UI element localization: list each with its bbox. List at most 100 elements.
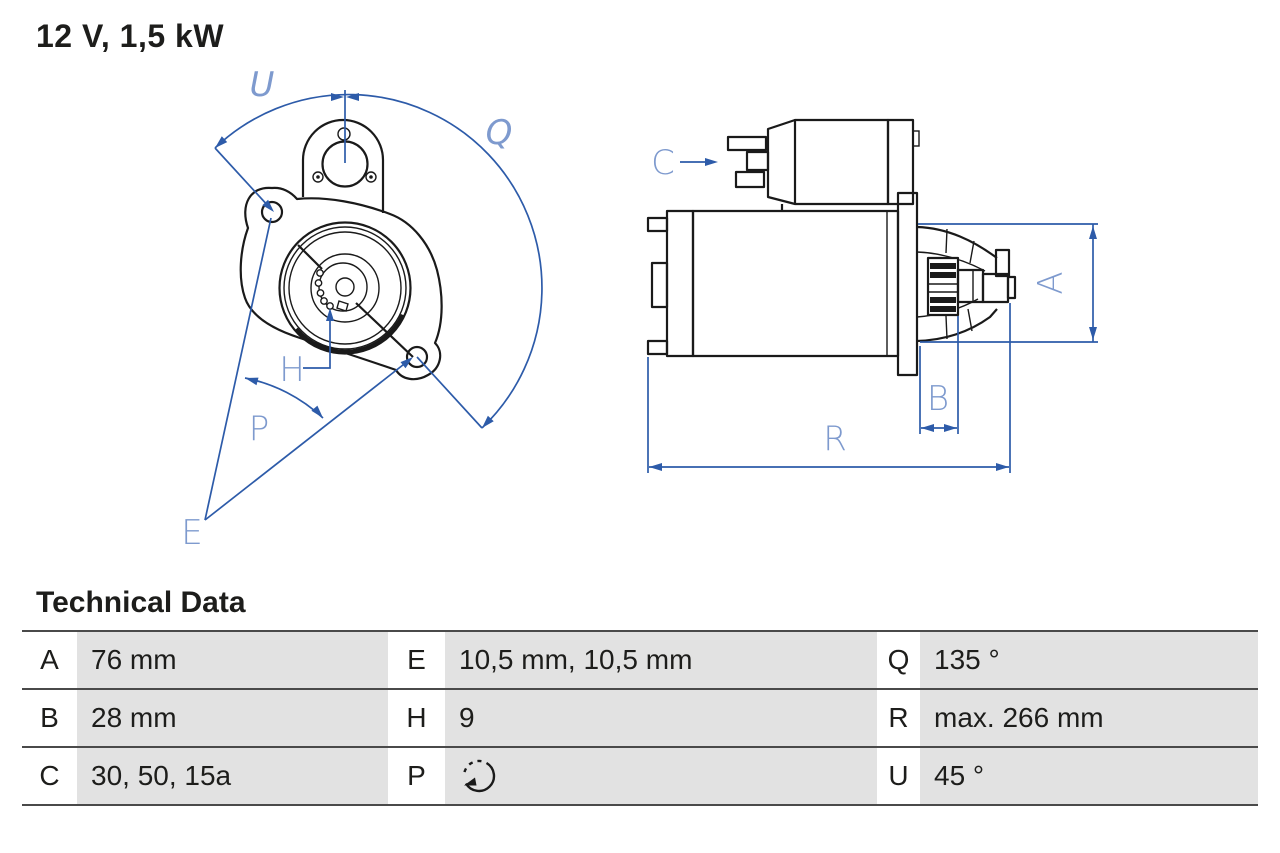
table-value-h: 9 — [445, 690, 877, 746]
motor-body — [691, 209, 900, 358]
plate-bump — [912, 130, 920, 147]
housing-ring-3 — [288, 231, 402, 345]
table-key-e: E — [388, 632, 445, 688]
page-title: 12 V, 1,5 kW — [36, 18, 225, 54]
housing-rib — [945, 315, 948, 340]
terminal-nut — [745, 150, 770, 172]
bolt-hole-top-left — [260, 200, 284, 224]
front-view-dimensions: U Q H P E — [181, 65, 543, 553]
table-key-b: B — [22, 690, 77, 746]
table-row: C 30, 50, 15a P U 45 ° — [22, 748, 1258, 806]
table-key-c: C — [22, 748, 77, 804]
arrowhead — [705, 158, 718, 166]
solenoid-plate — [886, 118, 915, 206]
terminal-stud-bottom — [734, 170, 766, 189]
gear-hub-circle — [318, 262, 368, 312]
starter-motor-technical-drawing: U Q H P E — [181, 65, 1098, 553]
section-line-upper — [297, 244, 323, 270]
table-value-q: 135 ° — [920, 632, 1258, 688]
technical-data-table: A 76 mm E 10,5 mm, 10,5 mm Q 135 ° B 28 … — [22, 630, 1258, 806]
pinion-teeth — [314, 269, 349, 312]
table-value-a: 76 mm — [77, 632, 388, 688]
rear-tab-top — [646, 216, 669, 233]
mount-flange — [896, 191, 919, 377]
arrowhead — [262, 199, 274, 212]
table-key-a: A — [22, 632, 77, 688]
gear-outer-circle — [310, 253, 380, 323]
dimension-label-a: A — [1031, 271, 1071, 294]
arrowhead — [346, 93, 359, 101]
screw-dot-left — [316, 175, 320, 179]
front-view-drawing — [239, 118, 443, 381]
screw-dot-right — [369, 175, 373, 179]
dimension-label-h: H — [279, 350, 305, 390]
flange-outline — [239, 186, 443, 381]
e-pointer-line-2 — [204, 360, 409, 521]
solenoid-body — [793, 118, 890, 206]
housing-ring-2 — [283, 226, 407, 350]
housing-ring-outer — [278, 221, 412, 355]
arrowhead — [400, 357, 413, 369]
side-view-dimensions: C A B R — [647, 143, 1098, 473]
angle-arc-u-q — [214, 93, 543, 429]
pinion-teeth-stripes — [930, 263, 956, 312]
table-row: A 76 mm E 10,5 mm, 10,5 mm Q 135 ° — [22, 632, 1258, 690]
shaft-center-hole — [335, 277, 355, 297]
table-value-c: 30, 50, 15a — [77, 748, 388, 804]
table-value-u: 45 ° — [920, 748, 1258, 804]
arrowhead — [944, 424, 957, 432]
table-value-b: 28 mm — [77, 690, 388, 746]
dimension-label-p: P — [249, 409, 270, 449]
e-pointer-line-1 — [204, 217, 272, 521]
arrowhead — [482, 415, 494, 428]
rear-block — [650, 261, 669, 309]
dimension-label-c: C — [651, 143, 675, 183]
q-leg-line — [416, 356, 483, 429]
u-leg-line — [214, 147, 271, 209]
clutch-block — [956, 268, 985, 304]
table-key-u: U — [877, 748, 920, 804]
top-bracket-outline — [301, 118, 385, 213]
bracket-top-hole — [337, 127, 351, 141]
housing-rib — [969, 240, 975, 264]
terminal-stud-top — [726, 135, 768, 152]
housing-rib — [945, 228, 948, 254]
housing-ring-shadow-arc — [295, 314, 405, 354]
shaft-end-block — [981, 272, 1010, 304]
section-line-lower — [355, 302, 414, 358]
arrowhead — [326, 308, 334, 321]
bracket-screw-hole-left — [312, 171, 324, 183]
section-heading: Technical Data — [36, 586, 246, 619]
arrowhead — [921, 424, 934, 432]
bracket-screw-hole-right — [365, 171, 377, 183]
arrowhead — [1089, 226, 1097, 239]
dimension-label-q: Q — [486, 113, 513, 153]
bearing-upright — [994, 248, 1011, 278]
side-view-drawing — [646, 118, 1017, 377]
dimension-label-b: B — [927, 379, 949, 419]
bolt-hole-bottom-right — [405, 345, 429, 369]
arrowhead — [245, 377, 259, 386]
arrowhead — [311, 405, 323, 418]
table-value-r: max. 266 mm — [920, 690, 1258, 746]
table-value-p — [445, 748, 877, 804]
table-row: B 28 mm H 9 R max. 266 mm — [22, 690, 1258, 748]
dimension-label-u: U — [250, 65, 275, 105]
housing-rib — [967, 308, 973, 332]
table-key-h: H — [388, 690, 445, 746]
table-key-q: Q — [877, 632, 920, 688]
solenoid-cap — [766, 118, 796, 206]
arrowhead — [1089, 327, 1097, 340]
arrowhead — [331, 93, 344, 101]
dimension-label-e: E — [181, 513, 202, 553]
rear-tab-bottom — [646, 339, 669, 356]
counterclockwise-rotation-icon — [463, 759, 496, 793]
table-value-e: 10,5 mm, 10,5 mm — [445, 632, 877, 688]
arrowhead — [996, 463, 1009, 471]
table-key-p: P — [388, 748, 445, 804]
end-cap — [665, 209, 695, 358]
arrowhead — [649, 463, 662, 471]
drive-housing-bottom — [916, 308, 998, 343]
shaft-end-cap — [1006, 275, 1017, 300]
